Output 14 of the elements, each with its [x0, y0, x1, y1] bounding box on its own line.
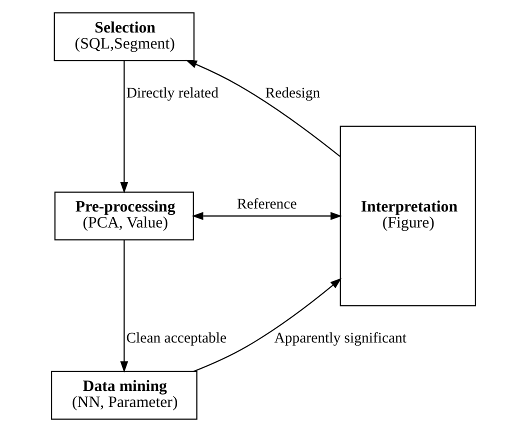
- node-box: Interpretation (Figure): [339, 126, 476, 306]
- node-box: Pre-processing (PCA, Value): [54, 192, 194, 240]
- edge-label: Redesign: [264, 85, 320, 102]
- edge-label: Directly related: [126, 85, 218, 102]
- edge-label: Apparently significant: [274, 330, 406, 346]
- arrow: [192, 278, 342, 372]
- node-box: Selection (SQL,Segment): [53, 12, 194, 62]
- arrow: [191, 212, 342, 220]
- node-box: Data mining (NN, Parameter): [50, 370, 197, 420]
- arrow: [185, 60, 340, 157]
- edge-label: Reference: [236, 196, 296, 213]
- edge-label: Clean acceptable: [126, 330, 226, 346]
- arrow: [120, 60, 128, 194]
- arrow: [120, 240, 128, 373]
